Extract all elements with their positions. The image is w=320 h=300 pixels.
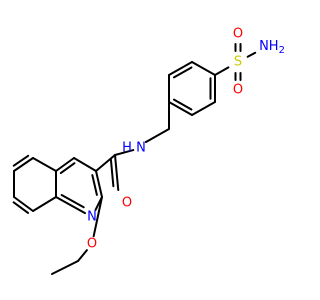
atom-amide-nitrogen: N [136, 141, 146, 156]
atom-quinoline-nitrogen: N [87, 210, 97, 225]
bond-B3-B4-b [172, 98, 193, 111]
bond-NA-C11 [114, 149, 135, 156]
bond-C11-OAm-b [109, 158, 115, 188]
bond-C4a-C4-b [59, 162, 76, 175]
atom-ether-oxygen: O [87, 237, 97, 252]
atom-amide-oxygen: O [122, 196, 132, 211]
bond-CH2a-CH2b [145, 128, 170, 143]
atom-sulfonamide-nitrogen: NH2 [259, 39, 285, 56]
bond-C5-C6-a [13, 157, 34, 172]
bond-C8-C8a [32, 196, 57, 212]
bond-NQ-C8a-b [60, 194, 85, 209]
bond-C11-OAm-a [114, 154, 120, 192]
atom-sulfonamide-subscript: 2 [279, 45, 285, 56]
bond-C2-OEt [92, 196, 103, 238]
atom-sulfur: S [234, 55, 242, 70]
bond-NQ-C8a-a [55, 196, 87, 215]
molecule-diagram: S O O NH2 N H O N O [12, 27, 285, 275]
bond-B3-B4-a [168, 101, 193, 116]
bond-B2-B3 [191, 101, 216, 116]
bond-C5-C6-b [12, 154, 30, 167]
bond-S-B1 [214, 66, 230, 76]
atom-oxygen-sulfonyl-bottom: O [233, 83, 243, 98]
bond-B6-B1 [191, 61, 216, 76]
bond-S-NH2 [246, 51, 257, 58]
atom-amide-hydrogen: H [122, 141, 132, 156]
bond-C4a-C4-a [55, 157, 75, 172]
bond-C4a-C5 [32, 157, 57, 172]
atom-sulfonamide-nh: NH [259, 39, 279, 54]
bond-C11-C3 [95, 154, 116, 172]
bond-B5-B6-a [168, 61, 193, 76]
bond-C3-C2-b [91, 174, 98, 196]
bond-C7-C8-b [12, 201, 30, 214]
bond-B5-B6-b [172, 66, 193, 79]
bond-C4-C3 [73, 157, 97, 172]
atom-oxygen-sulfonyl-top: O [233, 27, 243, 42]
bond-C3-C2-a [95, 170, 103, 198]
bond-layer [12, 43, 257, 275]
bond-OEt-CE1 [77, 249, 88, 262]
bond-CE1-CE2 [51, 260, 79, 275]
bond-C7-C8-a [13, 196, 34, 212]
